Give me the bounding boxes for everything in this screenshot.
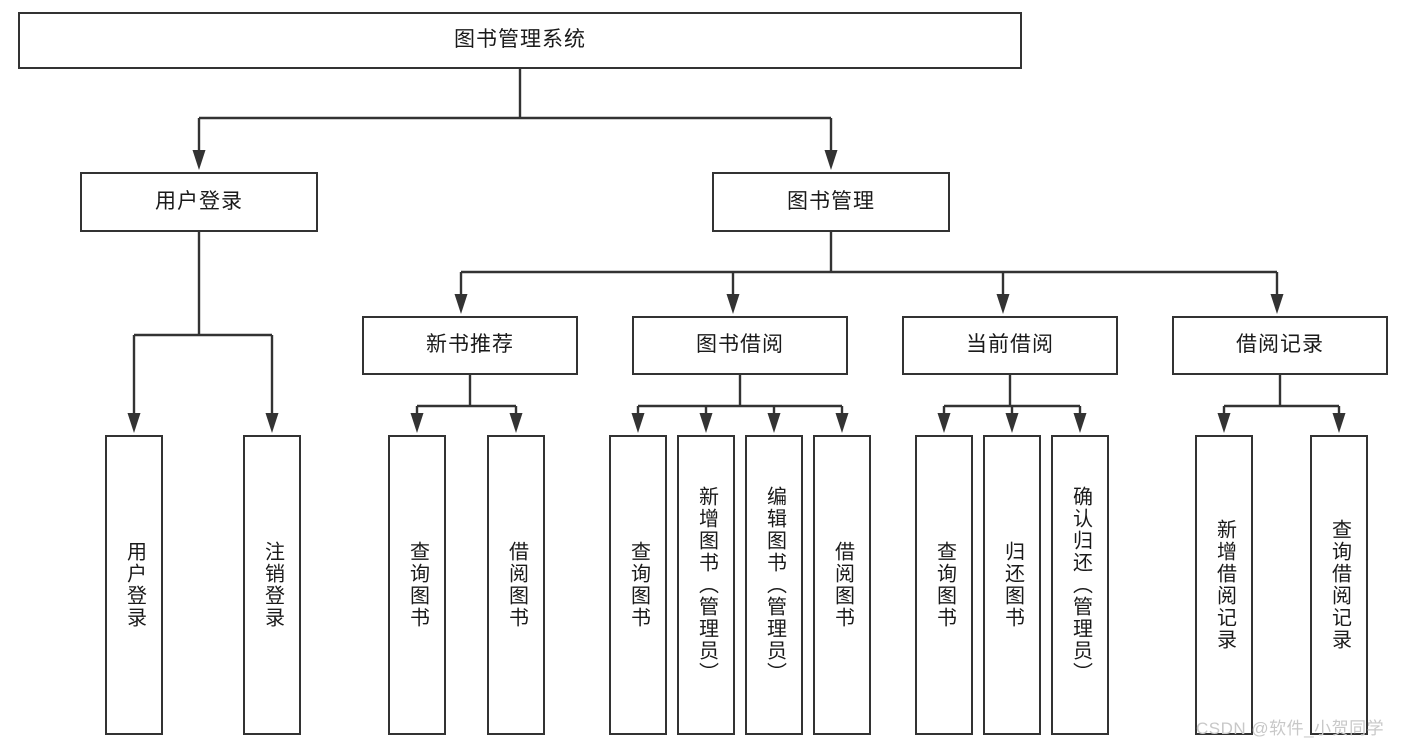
node-label-leaf-query-borrow-record: 查询借阅记录	[1328, 519, 1351, 651]
arrowhead-user-login-to-leaf1	[127, 413, 141, 433]
node-leaf-user-login[interactable]: 用户登录	[105, 435, 163, 735]
arrowhead-bm-to-recommend	[454, 294, 468, 314]
node-label-user-login: 用户登录	[155, 189, 243, 213]
node-label-leaf-query-book-recommend: 查询图书	[406, 541, 429, 629]
arrowhead-user-login-to-leaf2	[265, 413, 279, 433]
arrowhead-record-to-leaf1	[1217, 413, 1231, 433]
arrowhead-record-to-leaf2	[1332, 413, 1346, 433]
arrowhead-root-to-book-management	[824, 150, 838, 170]
node-label-leaf-edit-book-admin: 编辑图书（管理员）	[763, 486, 786, 684]
node-leaf-query-book-current[interactable]: 查询图书	[915, 435, 973, 735]
arrowhead-bm-to-record	[1270, 294, 1284, 314]
arrowhead-root-to-user-login	[192, 150, 206, 170]
node-leaf-borrow-book-recommend[interactable]: 借阅图书	[487, 435, 545, 735]
node-label-book-management: 图书管理	[787, 189, 875, 213]
node-book-management[interactable]: 图书管理	[712, 172, 950, 232]
node-label-leaf-borrow-book: 借阅图书	[831, 541, 854, 629]
node-label-leaf-borrow-book-recommend: 借阅图书	[505, 541, 528, 629]
node-label-borrow-record: 借阅记录	[1236, 333, 1324, 357]
arrowhead-bm-to-current	[996, 294, 1010, 314]
node-label-leaf-confirm-return-admin: 确认归还（管理员）	[1069, 486, 1092, 684]
node-leaf-add-borrow-record[interactable]: 新增借阅记录	[1195, 435, 1253, 735]
arrowhead-borrow-to-leaf1	[631, 413, 645, 433]
node-leaf-confirm-return-admin[interactable]: 确认归还（管理员）	[1051, 435, 1109, 735]
node-user-login[interactable]: 用户登录	[80, 172, 318, 232]
node-leaf-edit-book-admin[interactable]: 编辑图书（管理员）	[745, 435, 803, 735]
node-leaf-query-book-borrow[interactable]: 查询图书	[609, 435, 667, 735]
arrowhead-recommend-to-leaf1	[410, 413, 424, 433]
node-root[interactable]: 图书管理系统	[18, 12, 1022, 69]
node-label-book-borrow: 图书借阅	[696, 333, 784, 357]
arrowhead-current-to-leaf1	[937, 413, 951, 433]
arrowhead-recommend-to-leaf2	[509, 413, 523, 433]
csdn-watermark: CSDN @软件_小贺同学	[1196, 719, 1385, 738]
node-new-book-recommend[interactable]: 新书推荐	[362, 316, 578, 375]
node-leaf-logout-login[interactable]: 注销登录	[243, 435, 301, 735]
node-label-current-borrow: 当前借阅	[966, 333, 1054, 357]
node-label-leaf-query-book-borrow: 查询图书	[627, 541, 650, 629]
arrowhead-borrow-to-leaf4	[835, 413, 849, 433]
node-label-leaf-return-book: 归还图书	[1001, 541, 1024, 629]
node-leaf-query-book-recommend[interactable]: 查询图书	[388, 435, 446, 735]
node-label-leaf-user-login: 用户登录	[123, 541, 146, 629]
node-label-leaf-add-book-admin: 新增图书（管理员）	[695, 486, 718, 684]
node-label-leaf-logout-login: 注销登录	[261, 541, 284, 629]
node-label-root: 图书管理系统	[454, 28, 586, 52]
node-leaf-add-book-admin[interactable]: 新增图书（管理员）	[677, 435, 735, 735]
node-label-new-book-recommend: 新书推荐	[426, 333, 514, 357]
node-borrow-record[interactable]: 借阅记录	[1172, 316, 1388, 375]
arrowhead-current-to-leaf3	[1073, 413, 1087, 433]
node-leaf-return-book[interactable]: 归还图书	[983, 435, 1041, 735]
arrowhead-borrow-to-leaf3	[767, 413, 781, 433]
arrowhead-current-to-leaf2	[1005, 413, 1019, 433]
node-book-borrow[interactable]: 图书借阅	[632, 316, 848, 375]
node-current-borrow[interactable]: 当前借阅	[902, 316, 1118, 375]
node-leaf-query-borrow-record[interactable]: 查询借阅记录	[1310, 435, 1368, 735]
node-label-leaf-query-book-current: 查询图书	[933, 541, 956, 629]
arrowhead-bm-to-borrow	[726, 294, 740, 314]
edge-group	[127, 69, 1346, 433]
node-label-leaf-add-borrow-record: 新增借阅记录	[1213, 519, 1236, 651]
node-leaf-borrow-book[interactable]: 借阅图书	[813, 435, 871, 735]
arrowhead-borrow-to-leaf2	[699, 413, 713, 433]
